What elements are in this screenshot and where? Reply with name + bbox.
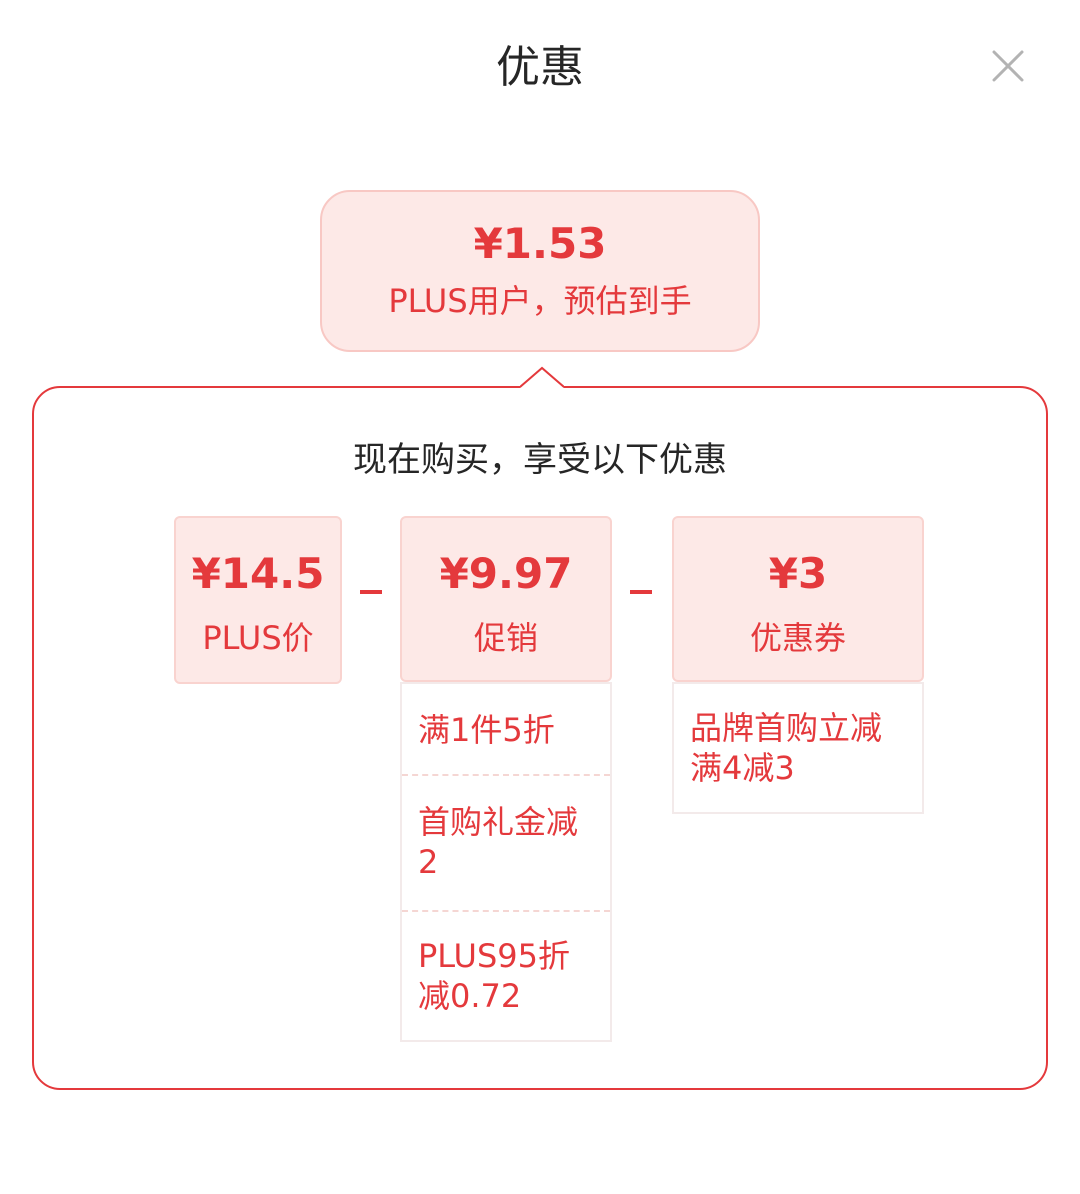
- coupon-details: 品牌首购立减满4减3: [672, 682, 924, 814]
- coupon-label: 优惠券: [749, 619, 846, 657]
- panel-notch: [520, 366, 564, 390]
- sheet-title: 优惠: [496, 42, 584, 93]
- promotion-label: 促销: [473, 619, 538, 657]
- promotion-box: ¥9.97 促销: [400, 516, 612, 682]
- promotion-details: 满1件5折 首购礼金减2 PLUS95折减0.72: [400, 682, 612, 1042]
- minus-sign-1: [360, 590, 382, 594]
- plus-price-label: PLUS价: [202, 619, 314, 657]
- plus-price-box: ¥14.5 PLUS价: [174, 516, 342, 684]
- coupon-amount: ¥3: [768, 549, 828, 598]
- plus-price-amount: ¥14.5: [191, 549, 325, 598]
- coupon-box: ¥3 优惠券: [672, 516, 924, 682]
- estimated-price-bubble: ¥1.53 PLUS用户，预估到手: [320, 190, 760, 352]
- minus-sign-2: [630, 590, 652, 594]
- coupon-item: 品牌首购立减满4减3: [690, 709, 883, 787]
- estimated-price: ¥1.53: [473, 219, 607, 268]
- promotion-amount: ¥9.97: [439, 549, 573, 598]
- close-icon: [992, 50, 1024, 82]
- promotion-item: PLUS95折减0.72: [402, 910, 610, 1040]
- close-button[interactable]: [988, 46, 1028, 86]
- promotion-item: 首购礼金减2: [402, 774, 610, 910]
- estimated-price-label: PLUS用户，预估到手: [388, 282, 692, 320]
- panel-subtitle: 现在购买，享受以下优惠: [353, 440, 727, 480]
- promotion-item: 满1件5折: [418, 711, 555, 749]
